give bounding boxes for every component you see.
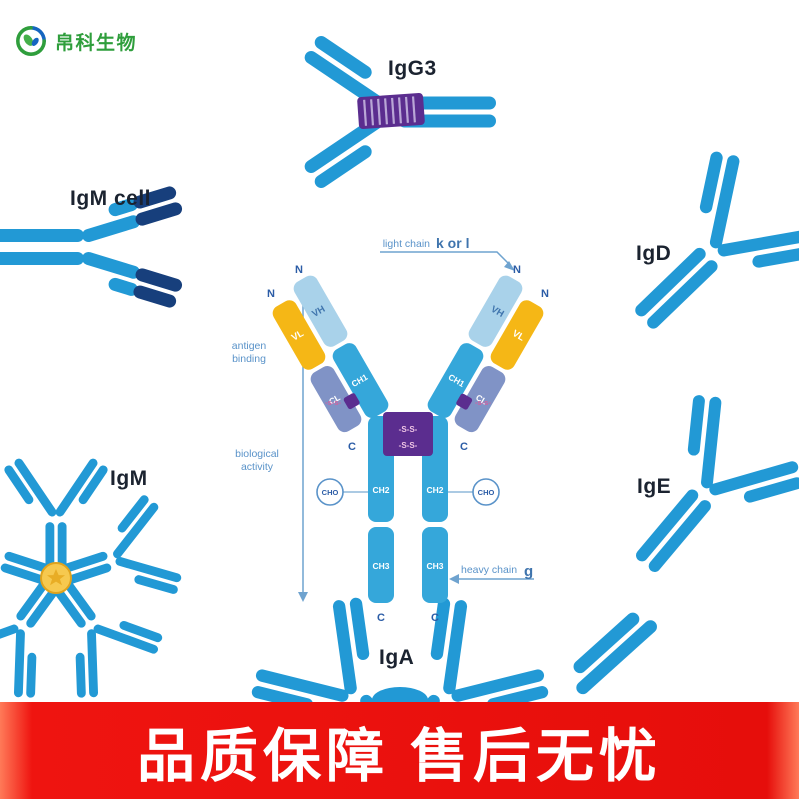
antigen-binding-annotation: antigen [232, 340, 267, 352]
n-terminus-label: N [541, 288, 549, 300]
label-igm-cell: IgM cell [70, 187, 152, 210]
heavy-chain-stems [368, 416, 448, 603]
vl-label-right: VL [510, 328, 526, 344]
central-antibody-diagram: CHO CHO N N N N C C C C VH VH VL VL CH1 … [232, 235, 549, 624]
brand-name: 帛科生物 [55, 32, 138, 54]
cl-label-left: CL [327, 392, 342, 406]
ss-bond-label: -S-S- [399, 425, 418, 434]
vl-domain-left [272, 300, 326, 370]
ch3-label-right: CH3 [426, 561, 443, 571]
promo-banner: 品质保障 售后无忧 [0, 702, 799, 799]
n-terminus-label: N [513, 264, 521, 276]
ss-bond-label: -S-S- [399, 441, 418, 450]
cho-label-left: CHO [322, 488, 339, 497]
cl-label-right: CL [474, 392, 489, 406]
c-terminus-label: C [431, 612, 439, 624]
cl-domain-right [454, 366, 506, 433]
cho-site-left: CHO [316, 478, 344, 506]
label-ige: IgE [637, 475, 672, 498]
heavy-chain-class-annotation: g [524, 563, 533, 580]
igm-cell-diagram [0, 186, 183, 308]
heavy-chain-left-arm [293, 275, 389, 418]
hinge-region [383, 412, 433, 456]
ch3-label-left: CH3 [372, 561, 389, 571]
light-chain-annotation: light chain [383, 238, 430, 250]
ch2-label-right: CH2 [426, 485, 443, 495]
c-terminus-label: C [460, 441, 468, 453]
ss-bond-label-small: -s-s- [475, 398, 491, 407]
cho-label-right: CHO [478, 488, 495, 497]
light-chain-pointer-line [380, 251, 509, 264]
biological-activity-annotation: activity [241, 461, 274, 473]
disulfide-block-right [456, 393, 473, 410]
label-igd: IgD [636, 242, 672, 265]
brand-logo: 帛科生物 [14, 24, 137, 58]
igg3-diagram [302, 33, 496, 191]
brand-logo-icon [16, 26, 46, 56]
vh-domain-right [468, 275, 523, 347]
light-chain-pointer-arrow [504, 261, 515, 271]
n-terminus-label: N [267, 288, 275, 300]
c-terminus-label: C [377, 612, 385, 624]
heavy-chain-pointer-arrow [449, 574, 459, 584]
ige-diagram [589, 382, 799, 612]
vl-label-left: VL [290, 328, 306, 344]
igm-diagram [0, 456, 188, 708]
promo-banner-text: 品质保障 售后无忧 [136, 723, 663, 789]
vh-domain-left [293, 275, 348, 347]
light-chain-variants-annotation: k or l [436, 235, 469, 251]
biological-activity-annotation: biological [235, 448, 279, 460]
cl-domain-left [310, 366, 362, 433]
ss-bond-label-small: -s-s- [325, 398, 341, 407]
label-iga: IgA [379, 646, 415, 669]
n-terminus-label: N [295, 264, 303, 276]
label-igg3: IgG3 [388, 57, 437, 80]
label-igm: IgM [110, 467, 148, 490]
c-terminus-label: C [348, 441, 356, 453]
heavy-chain-right-arm [427, 275, 523, 418]
ch2-label-left: CH2 [372, 485, 389, 495]
light-chain-right [454, 300, 544, 433]
heavy-chain-annotation: heavy chain [461, 564, 517, 576]
igg3-hinge [357, 93, 425, 129]
antigen-binding-annotation: binding [232, 353, 266, 365]
vl-domain-right [490, 300, 544, 370]
bracket-arrow-down [298, 592, 308, 602]
igd-diagram [591, 139, 799, 375]
cho-site-right: CHO [472, 478, 500, 506]
light-chain-left [272, 300, 362, 433]
disulfide-block-left [343, 393, 360, 410]
